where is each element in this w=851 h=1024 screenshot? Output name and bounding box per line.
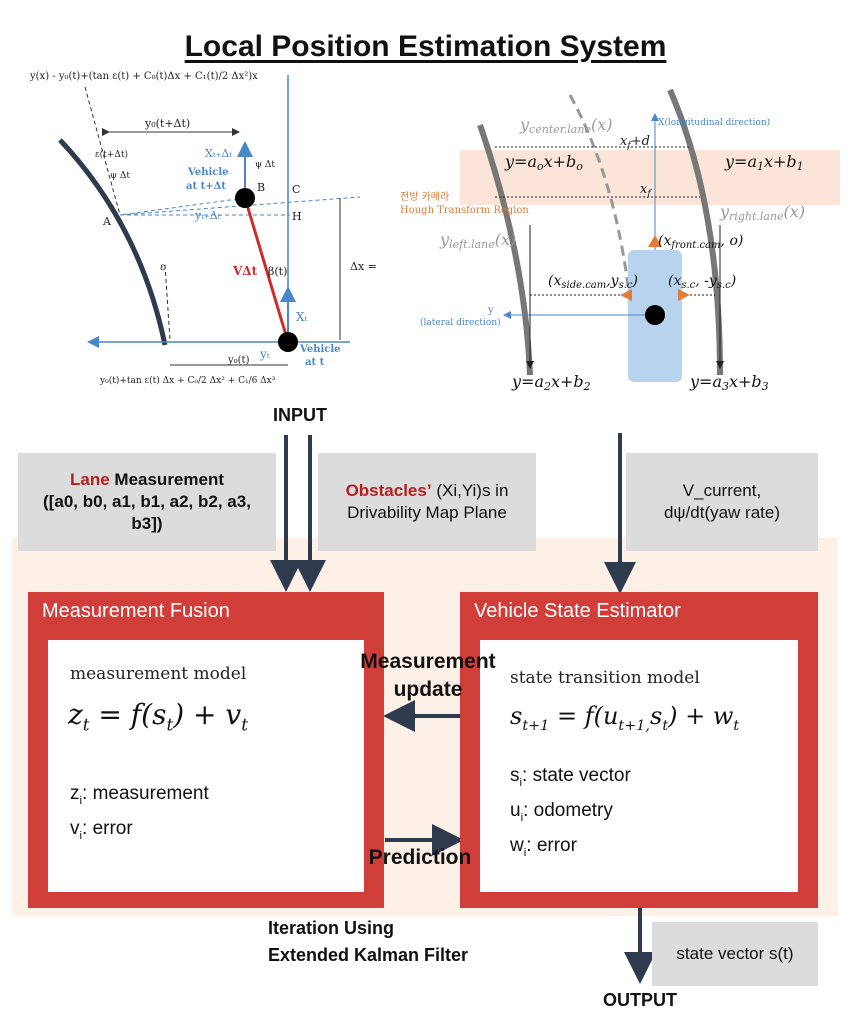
at-t-label: at t [305,357,325,368]
obstacles-red-text: Obstacles’ [345,481,432,500]
lane-params-line3: b3]) [131,514,163,533]
point-h: H [292,210,302,223]
state-transition-model-label: state transition model [510,668,700,688]
lane-rest-text: Measurement [114,470,225,489]
v-legend: vi: error [70,817,133,842]
x-t-label: Xₜ [296,310,308,324]
iteration-label: Iteration Using Extended Kalman Filter [268,918,469,965]
dx-label: Δx = [350,260,377,273]
psi-dt-label-2: ψ Δt [255,160,275,170]
tangent-line-bottom [164,264,171,341]
w-legend: wi: error [510,834,577,859]
measurement-fusion-inner: measurement model zt = f(st) + vt zi: me… [48,640,364,892]
v-dt-label: VΔt [232,264,258,278]
measurement-model-label: measurement model [70,664,247,684]
vehicle-at-t-dot [278,332,298,352]
eq-a3-label: y=a3x+b3 [689,372,769,393]
measurement-update-label: Measurement update [360,650,496,701]
velocity-line1: V_current, [682,481,762,500]
point-c: C [292,183,300,196]
output-label: OUTPUT [603,990,677,1010]
right-lane-line [667,88,723,376]
lateral-label: (lateral direction) [420,317,501,328]
lane-red-text: Lane [69,470,110,489]
lane-camera-diagram: X(longitudinal direction) ycenter.lane(x… [400,88,840,393]
eps-dt-label: ε(t+Δt) [95,149,128,160]
lane-params-line2: ([a0, b0, a1, b1, a2, b2, a3, [43,492,251,511]
left-lane-line [477,124,533,376]
left-lane-label: yleft.lane(x) [439,230,516,251]
side-cam-marker-left [620,289,632,301]
measurement-fusion-box: Measurement Fusion measurement model zt … [28,592,384,908]
korean-camera-label: 전방 카메라 [400,191,449,203]
obstacles-rest-text: (Xi,Yi)s in [436,481,509,500]
state-legend: si: state vector ui: odometry wi: error [510,762,631,866]
input-label: INPUT [273,405,327,425]
hough-region [460,150,840,205]
top-formula: y(x) - y₀(t)+(tan ε(t) + C₀(t)Δx + C₁(t)… [29,71,258,82]
eps-label: ε [160,262,165,273]
vehicle-state-estimator-box: Vehicle State Estimator state transition… [460,592,818,908]
side-cam-label: (xside.cam,ys.c) [548,273,638,291]
y-t-dt-label: yₜ₊Δₜ [194,209,221,222]
u-legend: ui: odometry [510,799,613,824]
s-legend: si: state vector [510,765,631,789]
prediction-label: Prediction [368,846,472,869]
front-cam-label: (xfront.cam, o) [658,233,743,251]
bottom-formula: y₀(t)+tan ε(t) Δx + C₀/2 Δx² + C₁/6 Δx³ [99,375,276,386]
obstacles-box: Obstacles’ (Xi,Yi)s in Drivability Map P… [318,453,536,551]
y-t-label: yₜ [259,347,270,361]
yaw-rate-line2: dψ/dt(yaw rate) [663,503,781,522]
dashed-line-ab [119,197,246,216]
beta-label: β(t) [268,265,287,278]
right-lane-label: yright.lane(x) [719,202,805,223]
center-lane-label: ycenter.lane(x) [519,115,612,136]
psi-dt-label-1: ψ Δt [110,171,130,181]
measurement-fusion-title: Measurement Fusion [42,600,230,622]
z-legend: zi: measurement [70,783,209,807]
xf-d-label: xf+d [620,134,650,151]
measurement-equation: zt = f(st) + vt [68,698,248,735]
vehicle-geometry-diagram: y(x) - y₀(t)+(tan ε(t) + C₀(t)Δx + C₁(t)… [29,71,377,386]
vehicle-t-label: Vehicle [299,344,341,355]
y0-dt-label: y₀(t+Δt) [144,117,190,130]
measurement-legend: zi: measurement vi: error [70,780,209,850]
eq-a0-label: y=aox+bo [504,152,583,173]
side-cam-marker-right [678,289,690,301]
state-vector-output-box: state vector s(t) [652,922,818,986]
eq-a2-label: y=a2x+b2 [511,372,591,393]
eq-a1-label: y=a1x+b1 [724,152,804,173]
lane-measurement-box: Lane Measurement ([a0, b0, a1, b1, a2, b… [18,453,276,551]
front-cam-marker [648,235,662,247]
lane-curve [58,138,168,346]
velocity-box: V_current, dψ/dt(yaw rate) [626,453,818,551]
at-t-dt-label: at t+Δt [186,181,226,192]
xf-label: xf [640,182,652,199]
vehicle-state-estimator-inner: state transition model st+1 = f(ut+1,st)… [480,640,798,892]
vehicle-state-estimator-title: Vehicle State Estimator [474,600,681,622]
sc-right-label: (xs.c, -ys.c) [668,273,736,291]
point-a: A [102,215,112,228]
tangent-line-top [84,86,121,216]
hough-label: Hough Transform Region [400,205,529,216]
point-b: B [257,181,265,194]
x-t-dt-label: Xₜ₊Δₜ [205,147,232,160]
page-title: Local Position Estimation System [184,30,667,63]
lateral-y-label: y [487,305,494,316]
vehicle-center-dot [645,305,665,325]
longitudinal-label: X(longitudinal direction) [658,117,770,128]
y0-label: y₀(t) [227,355,250,366]
state-transition-equation: st+1 = f(ut+1,st) + wt [510,702,740,734]
v-dt-line [243,197,290,343]
obstacles-line2: Drivability Map Plane [347,503,507,522]
vehicle-at-t-dt-dot [235,188,255,208]
vehicle-t-dt-label: Vehicle [187,167,229,178]
